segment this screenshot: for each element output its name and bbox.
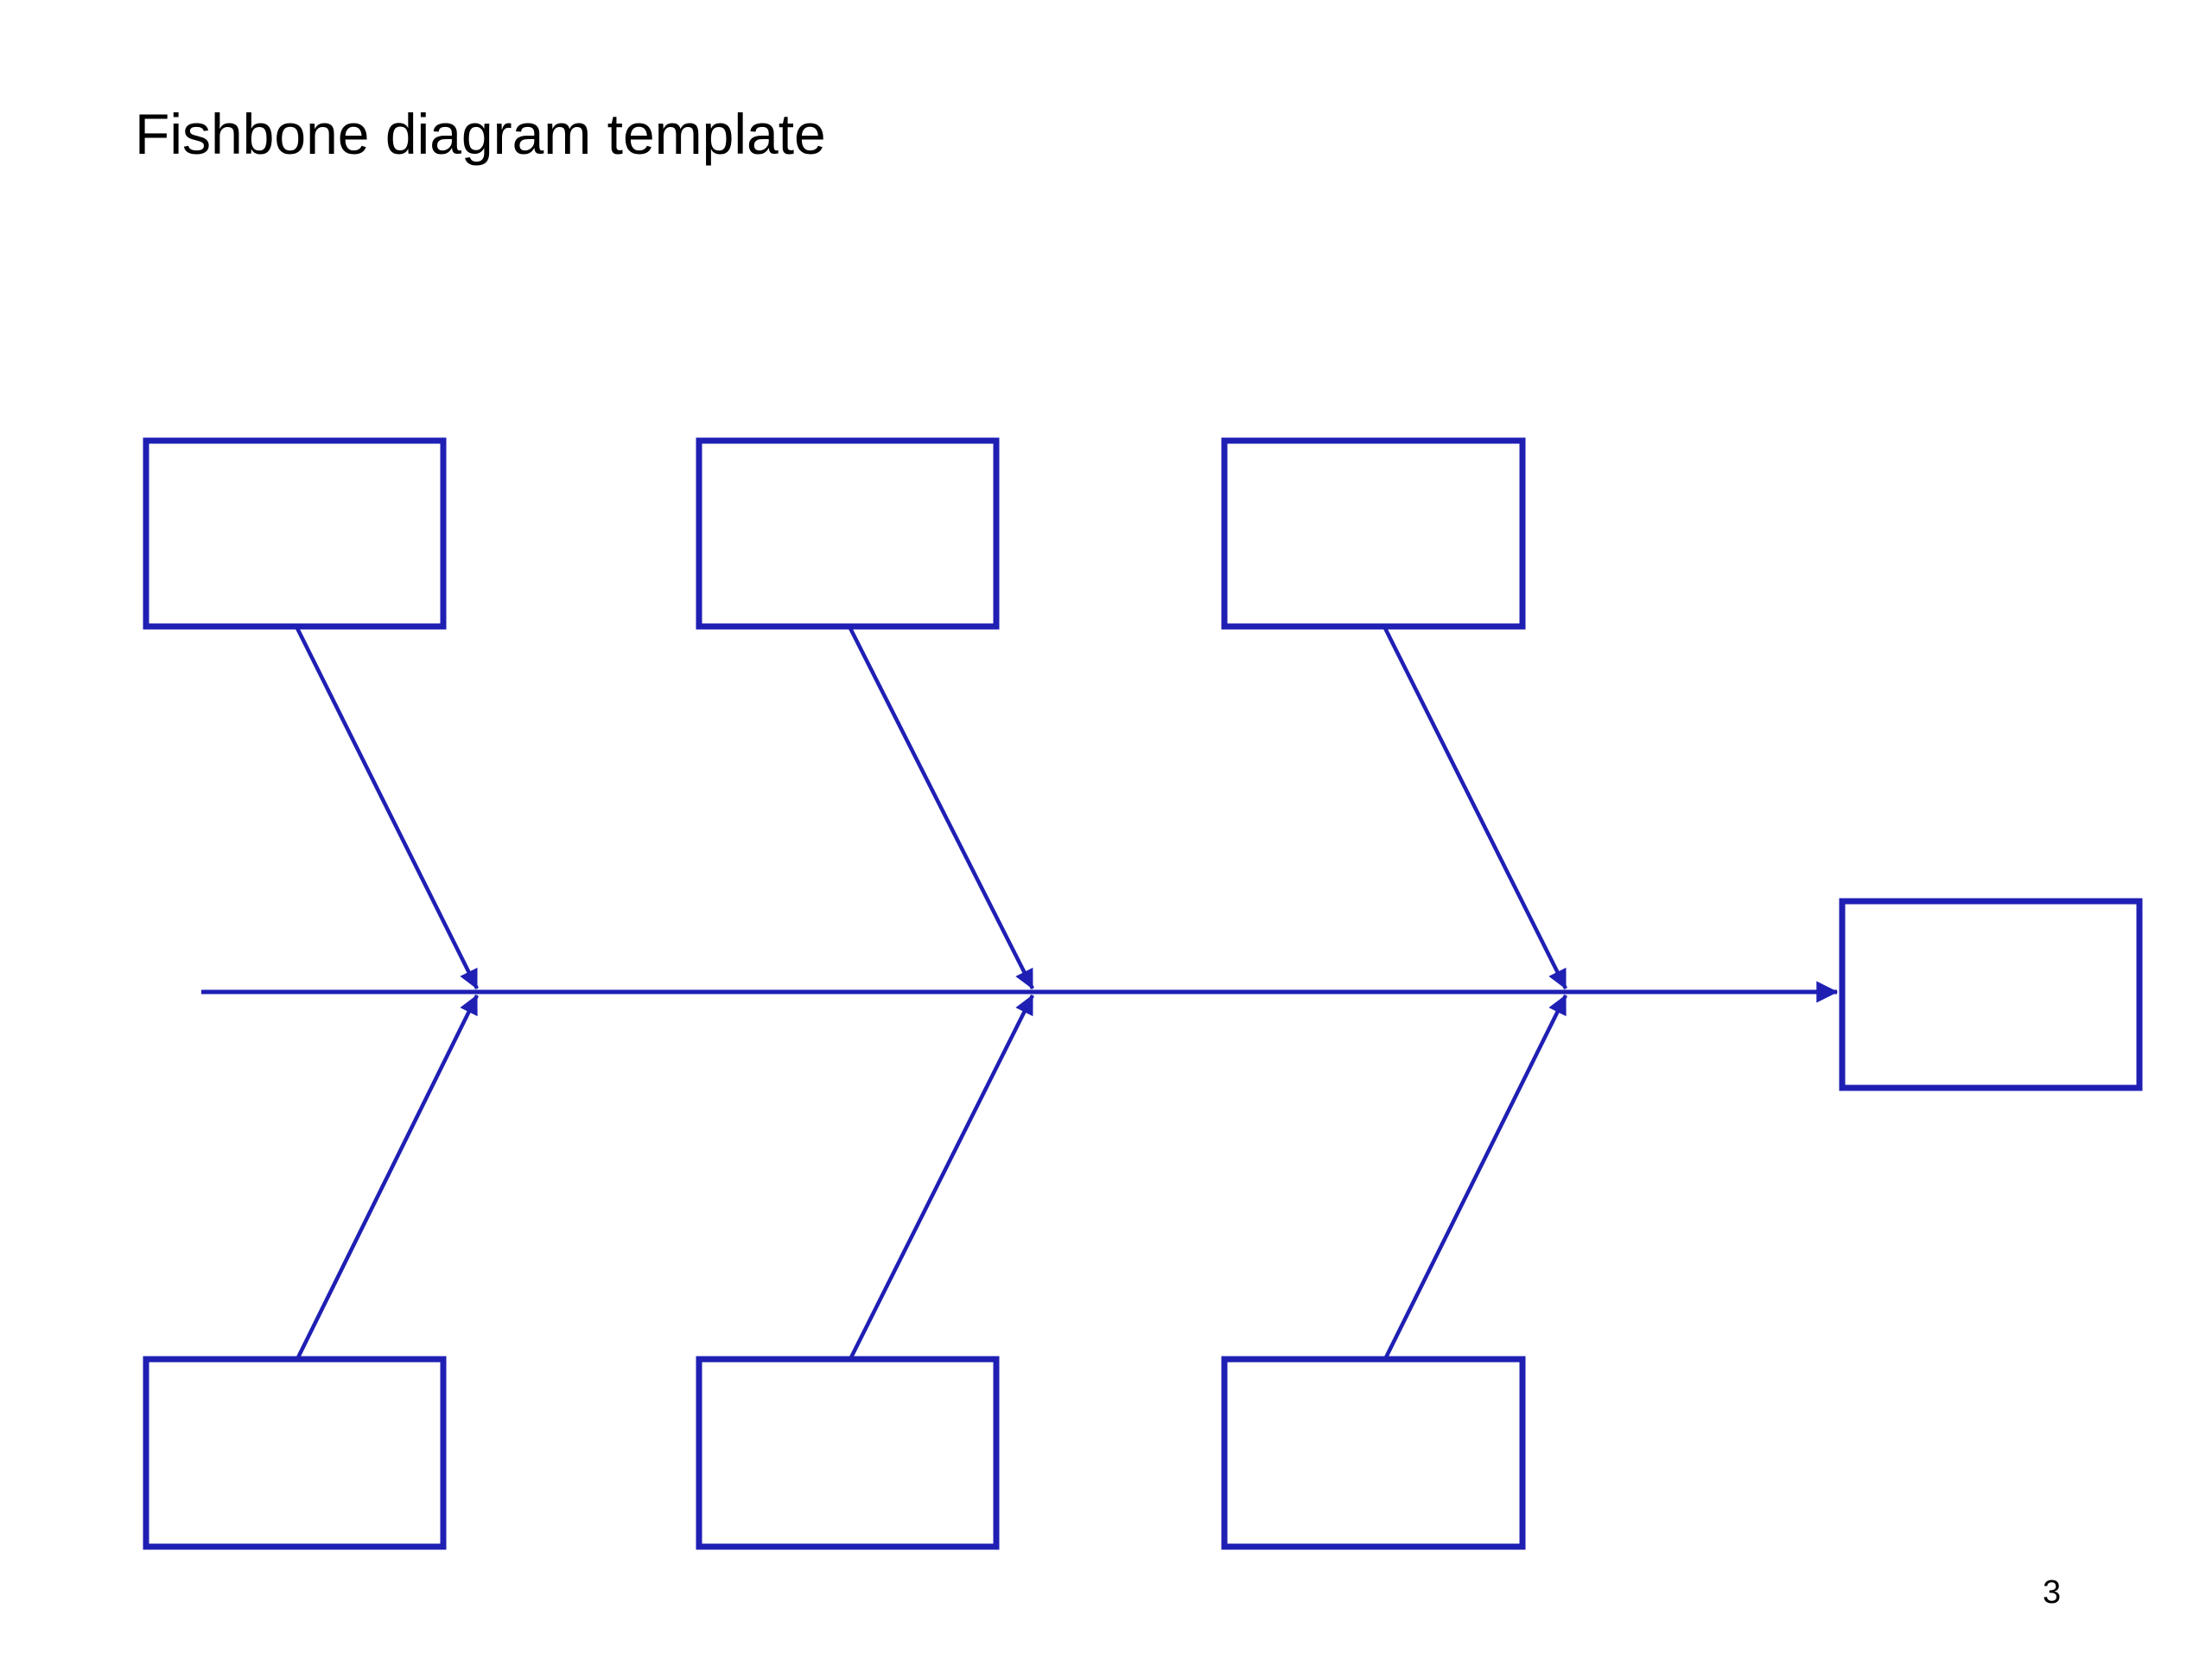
bone-top-3 (1382, 626, 1568, 990)
cause-box-top-1 (143, 437, 447, 630)
bone-bottom-1 (295, 994, 480, 1360)
bone-top-2 (848, 626, 1035, 990)
cause-box-top-3 (1221, 437, 1526, 630)
cause-box-top-2 (696, 437, 1000, 630)
effect-box (1839, 898, 2143, 1091)
bone-top-1 (295, 626, 480, 990)
page-title: Fishbone diagram template (135, 102, 826, 166)
cause-box-bottom-1 (143, 1356, 447, 1550)
cause-box-bottom-2 (696, 1356, 1000, 1550)
page-number: 3 (2043, 1574, 2062, 1611)
cause-box-bottom-3 (1221, 1356, 1526, 1550)
bone-bottom-3 (1382, 994, 1568, 1361)
bone-bottom-2 (848, 994, 1035, 1361)
